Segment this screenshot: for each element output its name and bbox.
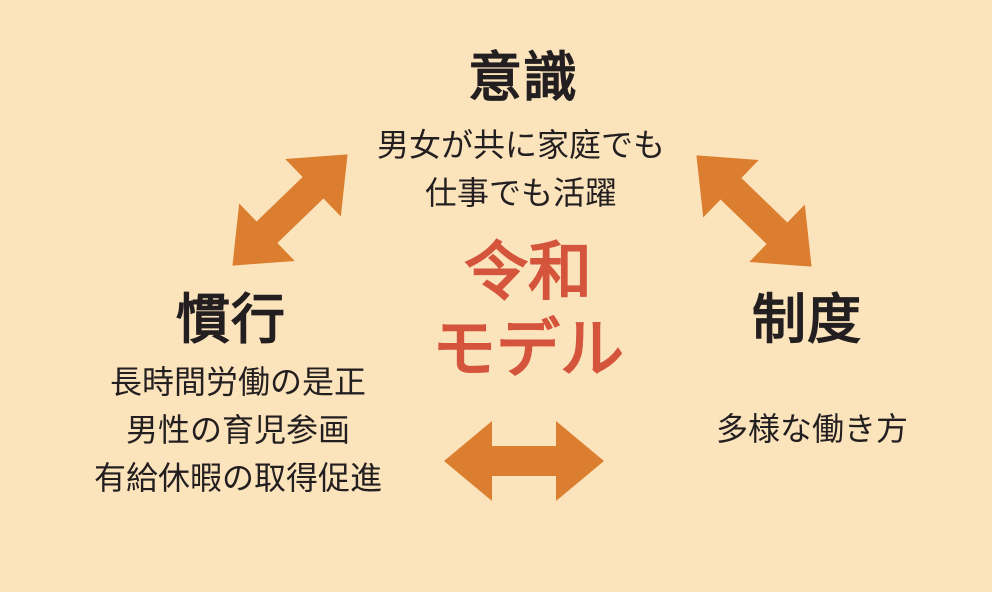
practices-line-1: 長時間労働の是正 xyxy=(109,364,367,400)
awareness-line-1: 男女が共に家庭でも xyxy=(376,127,666,163)
center-model-line-2: モデル xyxy=(432,312,624,385)
awareness-description: 男女が共に家庭でも 仕事でも活躍 xyxy=(377,121,665,217)
practices-title: 慣行 xyxy=(176,290,286,350)
systems-description: 多様な働き方 xyxy=(716,405,908,453)
systems-title: 制度 xyxy=(752,290,862,350)
awareness-title: 意識 xyxy=(468,48,578,108)
practices-line-3: 有給休暇の取得促進 xyxy=(93,460,383,496)
center-model-title: 令和 モデル xyxy=(432,234,624,388)
double-arrow-practices-systems-icon xyxy=(444,421,604,501)
double-arrow-awareness-systems-icon xyxy=(696,155,812,267)
awareness-line-2: 仕事でも活躍 xyxy=(424,175,618,211)
practices-line-2: 男性の育児参画 xyxy=(125,412,351,448)
double-arrow-awareness-practices-icon xyxy=(232,154,348,266)
practices-description: 長時間労働の是正 男性の育児参画 有給休暇の取得促進 xyxy=(94,358,382,502)
systems-line-1: 多様な働き方 xyxy=(715,411,909,447)
center-model-line-1: 令和 xyxy=(464,236,592,308)
